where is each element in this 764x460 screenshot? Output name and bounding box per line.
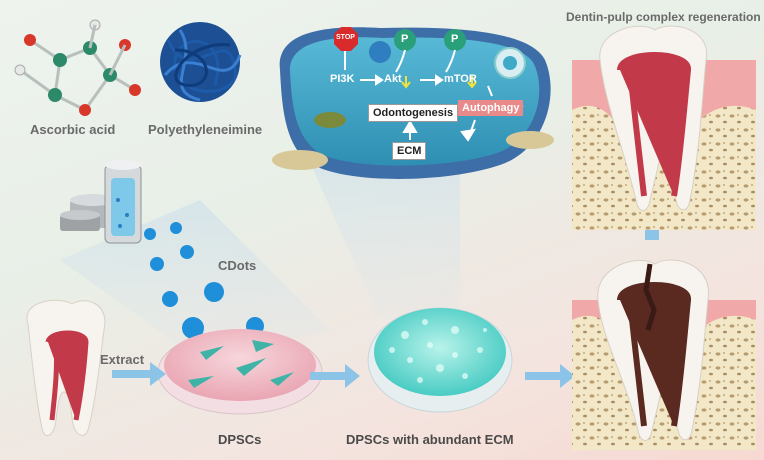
pi3k-label: PI3K [330, 73, 355, 85]
arrow-extract [112, 362, 166, 386]
petri-dish-dpscs [157, 329, 323, 415]
stop-text: STOP [336, 34, 355, 41]
phosphate-p1-circle [394, 29, 416, 51]
phosphate-p2-circle [444, 29, 466, 51]
cdots-label: CDots [218, 258, 257, 273]
polyethyleneimine-label: Polyethyleneimine [148, 122, 263, 137]
mitochondrion [314, 112, 346, 128]
arrow-to-tooth [525, 364, 575, 388]
autophagosome [494, 47, 526, 79]
phosphate-p2-label: P [451, 33, 459, 45]
autophagy-box: Autophagy [458, 100, 524, 116]
beam-top [300, 140, 460, 320]
arrow-to-ecm [310, 364, 360, 388]
cell-body [272, 27, 554, 179]
akt-down-arrow [401, 76, 411, 89]
odontogenesis-box: Odontogenesis [368, 104, 459, 122]
ecm-box: ECM [392, 142, 427, 160]
ascorbic-acid-molecule [14, 19, 141, 116]
mtor-down-arrow [467, 76, 477, 89]
polyethyleneimine-polymer [160, 22, 242, 102]
akt-label: Akt [384, 73, 402, 85]
stop-sign [334, 27, 358, 51]
extract-label: Extract [100, 352, 145, 367]
cdots-particles [144, 222, 264, 339]
regeneration-label: Dentin-pulp complex regeneration [566, 10, 761, 24]
phosphate-p1-label: P [401, 33, 409, 45]
cdot-in-cell [369, 41, 391, 63]
regenerated-tooth-panel [572, 25, 756, 230]
decayed-tooth-panel [572, 259, 756, 450]
dpscs-ecm-label: DPSCs with abundant ECM [346, 432, 514, 447]
reaction-vessel [60, 160, 142, 244]
extracted-tooth [26, 299, 106, 436]
ascorbic-acid-label: Ascorbic acid [30, 122, 116, 137]
ecm-dish [367, 307, 513, 413]
dpscs-label: DPSCs [218, 432, 262, 447]
mtor-label: mTOR [444, 73, 477, 85]
